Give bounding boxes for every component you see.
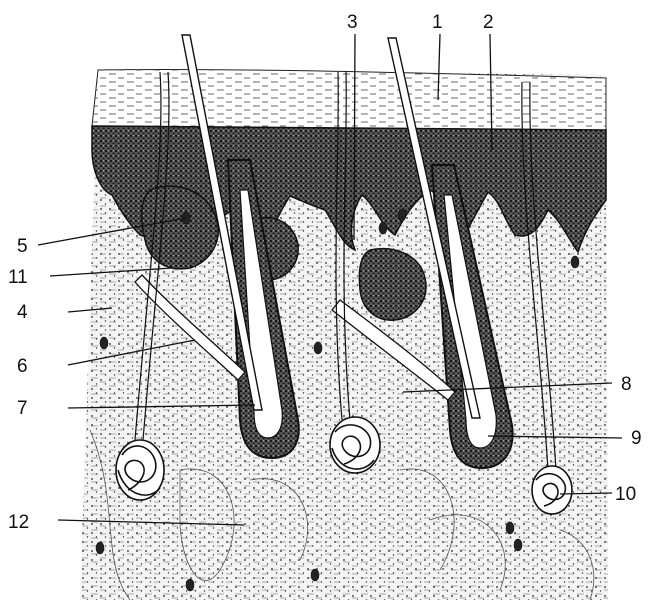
label-9: 9: [631, 428, 642, 449]
label-4: 4: [17, 302, 28, 323]
label-1: 1: [432, 12, 443, 33]
sweat-gland-coil-middle: [330, 417, 380, 473]
label-7: 7: [17, 398, 28, 419]
label-11: 11: [8, 267, 28, 288]
label-8: 8: [621, 374, 632, 395]
label-10: 10: [615, 484, 636, 505]
sweat-gland-coil-left: [116, 440, 164, 500]
label-2: 2: [483, 12, 494, 33]
label-12: 12: [8, 512, 29, 533]
label-5: 5: [17, 236, 28, 257]
sweat-gland-coil-right: [532, 466, 572, 514]
label-6: 6: [17, 356, 28, 377]
label-3: 3: [347, 12, 358, 33]
